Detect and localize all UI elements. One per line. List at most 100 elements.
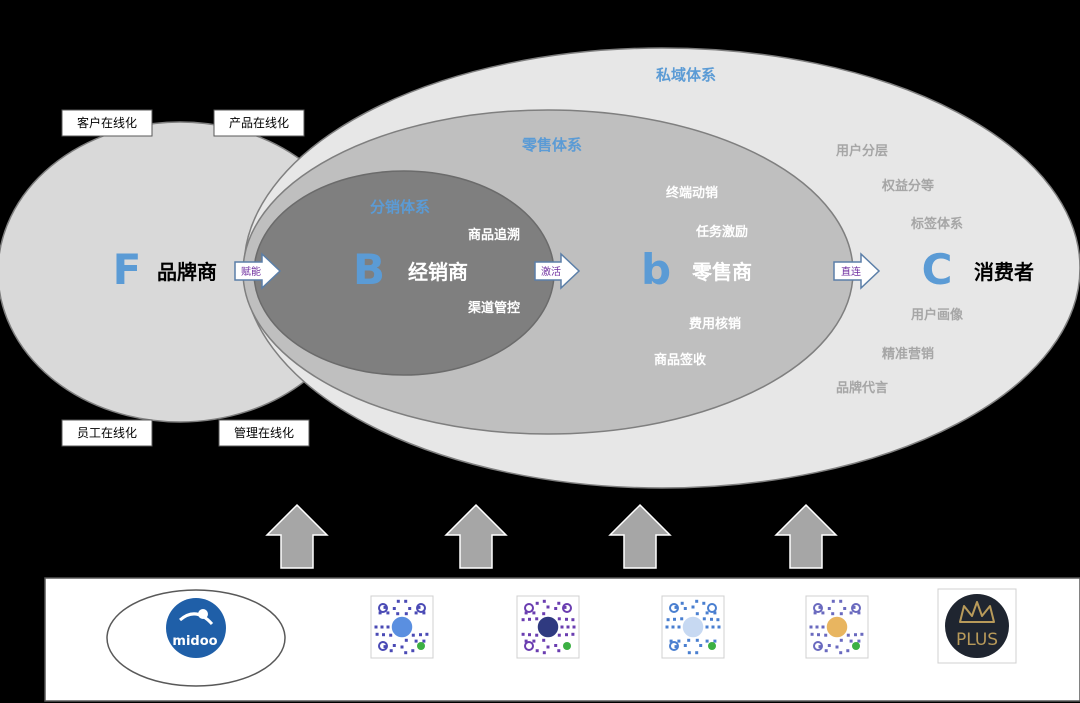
qr-dot — [400, 645, 404, 649]
qr-finder-mark — [562, 603, 572, 613]
qr-dot — [839, 599, 843, 603]
qr-dot — [396, 599, 400, 603]
plus-logo: PLUS — [937, 588, 1017, 664]
qr-finder-mark — [707, 603, 717, 613]
qr-dot — [521, 632, 525, 636]
employee-online-label: 员工在线化 — [77, 426, 137, 440]
management-online-label: 管理在线化 — [234, 425, 294, 440]
goods-receipt-label: 商品签收 — [654, 352, 707, 368]
activate-arrow: 激活 — [534, 252, 581, 290]
qr-dot — [425, 632, 429, 636]
qr-dot — [857, 639, 861, 643]
qr-dot — [827, 644, 831, 647]
qr-dot — [809, 625, 813, 629]
qr-dot — [683, 607, 687, 610]
empower-arrow: 赋能 — [234, 252, 282, 290]
product-online-box: 产品在线化 — [213, 109, 305, 137]
qr-dot — [677, 625, 681, 629]
wechat-badge-icon — [563, 642, 571, 650]
midoo-logo-ring — [106, 589, 286, 687]
qr-dot — [404, 651, 408, 655]
qr-dot — [557, 617, 561, 621]
qr-dot — [535, 601, 539, 605]
qr-dot — [666, 618, 670, 622]
qr-dot — [818, 645, 822, 649]
qr-finder-mark — [813, 641, 823, 651]
retailer-label: 零售商 — [691, 260, 752, 284]
qr-finder-mark — [416, 603, 426, 613]
qr-dot — [383, 605, 387, 609]
qr-dot — [571, 618, 575, 622]
mini-program-icon-3 — [661, 595, 725, 659]
qr-dot — [572, 625, 576, 629]
qr-dot — [839, 612, 843, 616]
qr-dot — [711, 625, 715, 629]
qr-dot — [665, 625, 669, 629]
qr-dot — [699, 644, 703, 647]
retailer-letter: b — [641, 245, 671, 294]
brand-node: F 品牌商 — [113, 245, 217, 294]
qr-dot — [683, 644, 687, 647]
qr-dot — [408, 607, 412, 610]
empower-arrow-label: 赋能 — [241, 265, 261, 278]
qr-dot — [717, 625, 721, 629]
qr-dot — [680, 601, 684, 605]
qr-dot — [521, 618, 525, 622]
qr-dot — [422, 639, 426, 643]
qr-dot — [554, 644, 558, 647]
qr-dot — [813, 611, 817, 615]
customer-online-label: 客户在线化 — [77, 115, 137, 130]
empower-arrow-shape — [234, 252, 282, 290]
qr-center-avatar-icon — [536, 615, 560, 639]
qr-dot — [843, 607, 847, 610]
qr-dot — [824, 633, 828, 637]
qr-dot — [383, 645, 387, 649]
consumer-letter: C — [922, 245, 953, 294]
qr-dot — [839, 651, 843, 655]
user-profile-label: 用户画像 — [910, 307, 964, 323]
qr-dot — [673, 617, 676, 621]
qr-dot — [542, 651, 546, 655]
qr-finder-mark — [669, 603, 679, 613]
qr-dot — [831, 599, 835, 603]
qr-dot — [528, 633, 531, 637]
product-tracing-label: 商品追溯 — [468, 227, 520, 243]
qr-finder-mark — [669, 641, 679, 651]
qr-dot — [532, 639, 536, 643]
midoo-logo: midoo — [166, 598, 226, 658]
direct-arrow-shape — [833, 252, 881, 290]
qr-dot — [414, 639, 418, 643]
qr-dot — [860, 632, 864, 636]
qr-center-avatar-icon — [681, 615, 705, 639]
qr-dot — [374, 625, 378, 629]
task-incentive-label: 任务激励 — [695, 224, 748, 240]
qr-dot — [705, 611, 709, 615]
retailer-node: b 零售商 — [641, 245, 752, 294]
qr-dot — [382, 633, 385, 637]
qr-code-group — [370, 595, 869, 659]
qr-dot — [378, 611, 382, 615]
qr-dot — [404, 599, 408, 603]
qr-dot — [817, 633, 820, 637]
qr-dot — [821, 625, 825, 629]
qr-dot — [557, 601, 561, 605]
qr-dot — [695, 599, 699, 603]
qr-dot — [674, 645, 678, 649]
qr-dot — [810, 632, 814, 636]
qr-dot — [669, 639, 673, 643]
qr-dot — [528, 617, 531, 621]
retail-system-title: 零售体系 — [521, 136, 582, 154]
qr-finder-mark — [378, 641, 388, 651]
qr-dot — [674, 605, 678, 609]
qr-dot — [687, 638, 691, 642]
qr-dot — [687, 651, 691, 655]
precision-marketing-label: 精准营销 — [882, 346, 934, 362]
qr-dot — [422, 611, 426, 615]
qr-dot — [524, 611, 528, 615]
qr-dot — [695, 651, 699, 655]
qr-dot — [702, 601, 706, 605]
qr-dot — [815, 625, 819, 629]
qr-finder-mark — [813, 603, 823, 613]
qr-dot — [821, 611, 825, 615]
qr-dot — [831, 612, 835, 616]
